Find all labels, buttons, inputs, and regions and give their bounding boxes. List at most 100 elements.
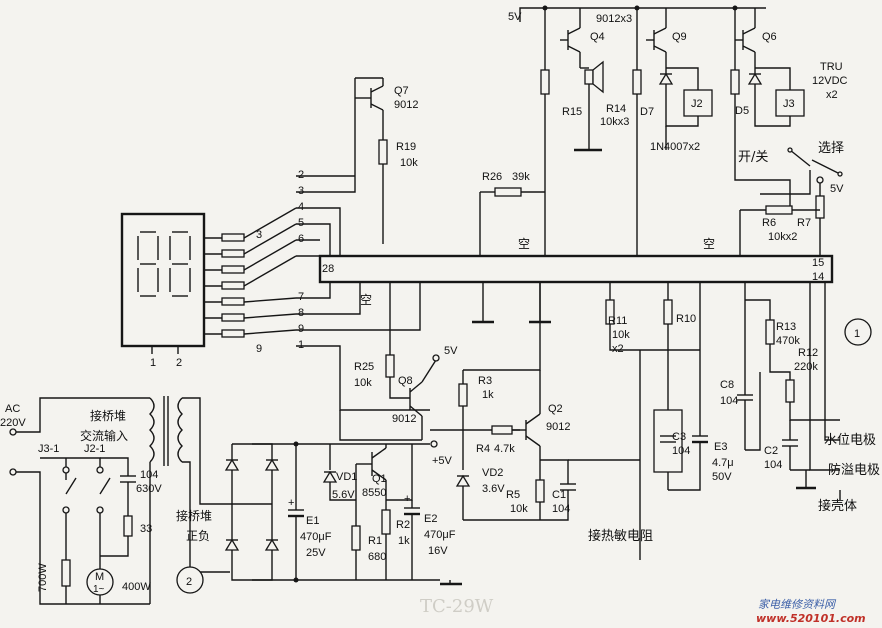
j2-1-label: J2-1 <box>84 443 105 455</box>
watermark-cn: 家电维修资料网 <box>758 598 837 611</box>
q6-label: Q6 <box>762 31 777 43</box>
vcc-out-terminal <box>430 440 438 448</box>
j2-label: J2 <box>691 98 703 110</box>
r1-value: 680 <box>368 551 386 563</box>
ic-grounds <box>472 282 551 324</box>
resistor-r1 <box>351 525 361 551</box>
q7-type: 9012 <box>394 99 418 111</box>
r4-label: R4 <box>476 443 490 455</box>
water-level-electrode: 水位电极 <box>824 433 876 448</box>
d7-label: D7 <box>640 106 654 118</box>
motor-power-label: 400W <box>122 581 151 593</box>
r3-label: R3 <box>478 375 492 387</box>
bridge-ac-input-1: 接桥堆 <box>90 408 126 423</box>
motor-label: M <box>95 571 104 583</box>
section-marker-1 <box>844 318 872 346</box>
display-pin-1: 1 <box>150 357 156 369</box>
r26-label: R26 <box>482 171 502 183</box>
pin-28-label: 28 <box>322 263 334 275</box>
e3-voltage: 50V <box>712 471 732 483</box>
resistor-r5 <box>535 479 545 503</box>
r25-value: 10k <box>354 377 372 389</box>
e1-label: E1 <box>306 515 319 527</box>
r26-value: 39k <box>512 171 530 183</box>
j2-wire-top <box>666 67 699 90</box>
e1-plus: + <box>288 497 294 509</box>
tru-value: 12VDC <box>812 75 848 87</box>
q8-collector <box>339 410 422 441</box>
diode-type-label: 1N4007x2 <box>650 141 700 153</box>
q2-bus <box>463 282 541 371</box>
zener-vd1 <box>322 470 338 483</box>
pin-14-label: 14 <box>812 271 824 283</box>
ghost-text: TC-29W <box>420 596 494 617</box>
q7-label: Q7 <box>394 85 409 97</box>
j3-wire-bot <box>754 116 791 127</box>
section-marker-2-text: 2 <box>186 576 192 588</box>
relay-contact-j2-1 <box>96 466 111 560</box>
overflow-electrode: 防溢电极 <box>828 462 880 478</box>
r12-label: R12 <box>798 347 818 359</box>
j3-1-label: J3-1 <box>38 443 59 455</box>
ac-line-l <box>16 397 150 433</box>
nc-label-1: 空 <box>518 237 530 251</box>
q-array-label: 9012x3 <box>596 13 632 25</box>
r7-label: R7 <box>797 217 811 229</box>
r10-label: R10 <box>676 313 696 325</box>
e3-value: 4.7μ <box>712 457 734 469</box>
c2-label: C2 <box>764 445 778 457</box>
transformer <box>149 396 230 604</box>
switch-onoff <box>787 147 811 167</box>
transistor-q2 <box>512 370 541 460</box>
sensor-network <box>605 282 841 560</box>
pin-2-label: 2 <box>298 169 304 181</box>
vd1-label: VD1 <box>336 471 357 483</box>
resistor-r14 <box>632 69 642 95</box>
resistor-33 <box>123 515 133 537</box>
resistor-33-label: 33 <box>140 523 152 535</box>
r6-value: 10kx2 <box>768 231 797 243</box>
vcc-bus-top <box>519 7 766 22</box>
plus-5v-label: +5V <box>432 455 453 467</box>
pin-6-label: 6 <box>298 233 304 245</box>
r2-label: R2 <box>396 519 410 531</box>
nc-label-3: 空 <box>360 293 372 307</box>
r15-label: R15 <box>562 106 582 118</box>
relay-contact-j3-1 <box>62 466 77 560</box>
q7-to-seg <box>296 98 356 193</box>
q8-label: Q8 <box>398 375 413 387</box>
r3-value: 1k <box>482 389 494 401</box>
led-display <box>120 212 206 348</box>
diode-d7 <box>658 72 674 85</box>
pin-1-label: 1 <box>298 339 304 351</box>
r19-value: 10k <box>400 157 418 169</box>
vd2-label: VD2 <box>482 467 503 479</box>
q2-type: 9012 <box>546 421 570 433</box>
diode-d5 <box>747 72 763 85</box>
q9-label: Q9 <box>672 31 687 43</box>
nc-label-2: 空 <box>703 237 715 251</box>
c3-label: C3 <box>672 431 686 443</box>
q1-label: Q1 <box>372 473 387 485</box>
contact-bus <box>40 457 101 467</box>
vd2-value: 3.6V <box>482 483 505 495</box>
cap-104-label: 104 <box>140 469 158 481</box>
zener-vd2 <box>455 474 471 487</box>
j3-wire-top <box>755 67 791 90</box>
transistor-q6 <box>735 8 756 68</box>
segment-resistors <box>204 207 297 338</box>
e3-label: E3 <box>714 441 727 453</box>
r19-label: R19 <box>396 141 416 153</box>
q8-type: 9012 <box>392 413 416 425</box>
c1-label: C1 <box>552 489 566 501</box>
ac-label: AC <box>5 403 20 415</box>
section-marker-1-text: 1 <box>854 328 860 340</box>
e2-value: 470μF <box>424 529 456 541</box>
display-pin-3: 3 <box>256 229 262 241</box>
case-connection: 接壳体 <box>818 498 857 514</box>
c1-bot <box>463 490 569 521</box>
mcu-ic <box>318 254 834 284</box>
heater-700w-label: 700W <box>37 563 49 592</box>
